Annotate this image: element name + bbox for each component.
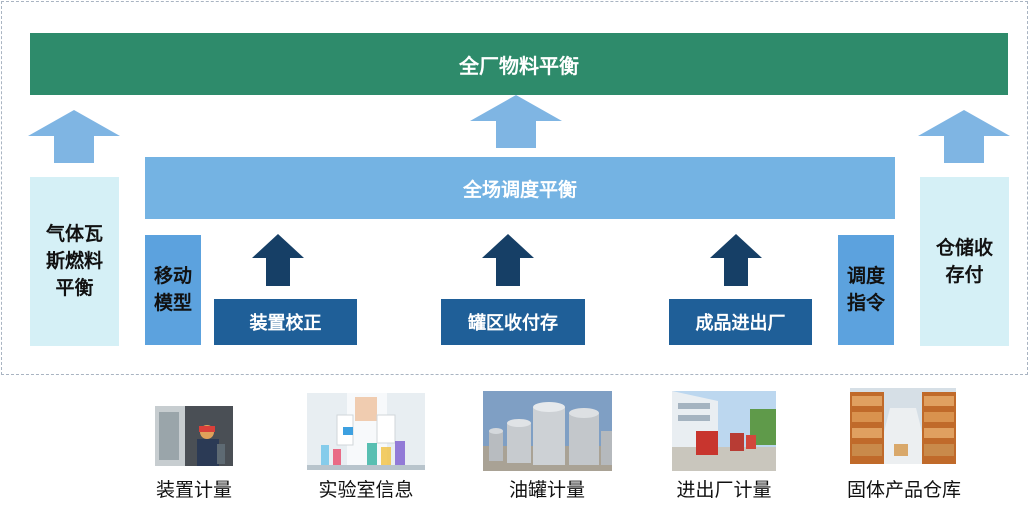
module-product-shipping: 成品进出厂 xyxy=(669,299,812,345)
module-unit-calibration-label: 装置校正 xyxy=(249,313,322,334)
caption-solid-product-warehouse: 固体产品仓库 xyxy=(846,479,961,501)
module-unit-calibration: 装置校正 xyxy=(214,299,357,345)
center-up-arrow xyxy=(470,95,562,148)
storage-panel: 仓储收 存付 xyxy=(920,177,1009,346)
module-tank-farm-label: 罐区收付存 xyxy=(468,313,558,334)
storage-label: 仓储收 存付 xyxy=(935,236,993,286)
gas-fuel-balance-panel: 气体瓦 斯燃料 平衡 xyxy=(30,177,119,346)
mobile-model-label: 移动 模型 xyxy=(153,265,192,314)
lab-photo xyxy=(307,393,425,470)
site-dispatch-balance-bar: 全场调度平衡 xyxy=(145,157,895,219)
caption-oil-tank-metering: 油罐计量 xyxy=(508,479,585,501)
oil-tank-photo xyxy=(483,391,612,471)
module-tank-farm: 罐区收付存 xyxy=(441,299,585,345)
left-up-arrow xyxy=(28,110,120,163)
plant-material-balance-bar: 全厂物料平衡 xyxy=(30,33,1008,95)
module-up-arrow-2 xyxy=(482,234,534,286)
dispatch-instruction-label: 调度 指令 xyxy=(846,265,885,314)
site-dispatch-balance-label: 全场调度平衡 xyxy=(462,178,577,201)
caption-shipping-metering: 进出厂计量 xyxy=(676,479,772,501)
unit-metering-photo xyxy=(155,406,233,466)
right-up-arrow xyxy=(918,110,1010,163)
diagram-frame xyxy=(1,1,1028,375)
mobile-model-box: 移动 模型 xyxy=(145,235,201,345)
caption-lab-information: 实验室信息 xyxy=(318,479,414,501)
plant-material-balance-label: 全厂物料平衡 xyxy=(459,53,579,78)
caption-unit-metering: 装置计量 xyxy=(155,479,232,501)
gas-fuel-balance-label: 气体瓦 斯燃料 平衡 xyxy=(45,223,103,299)
dispatch-instruction-box: 调度 指令 xyxy=(838,235,894,345)
module-up-arrow-1 xyxy=(252,234,304,286)
warehouse-photo xyxy=(850,388,956,464)
shipping-photo xyxy=(672,391,776,471)
module-product-shipping-label: 成品进出厂 xyxy=(695,313,786,334)
module-up-arrow-3 xyxy=(710,234,762,286)
